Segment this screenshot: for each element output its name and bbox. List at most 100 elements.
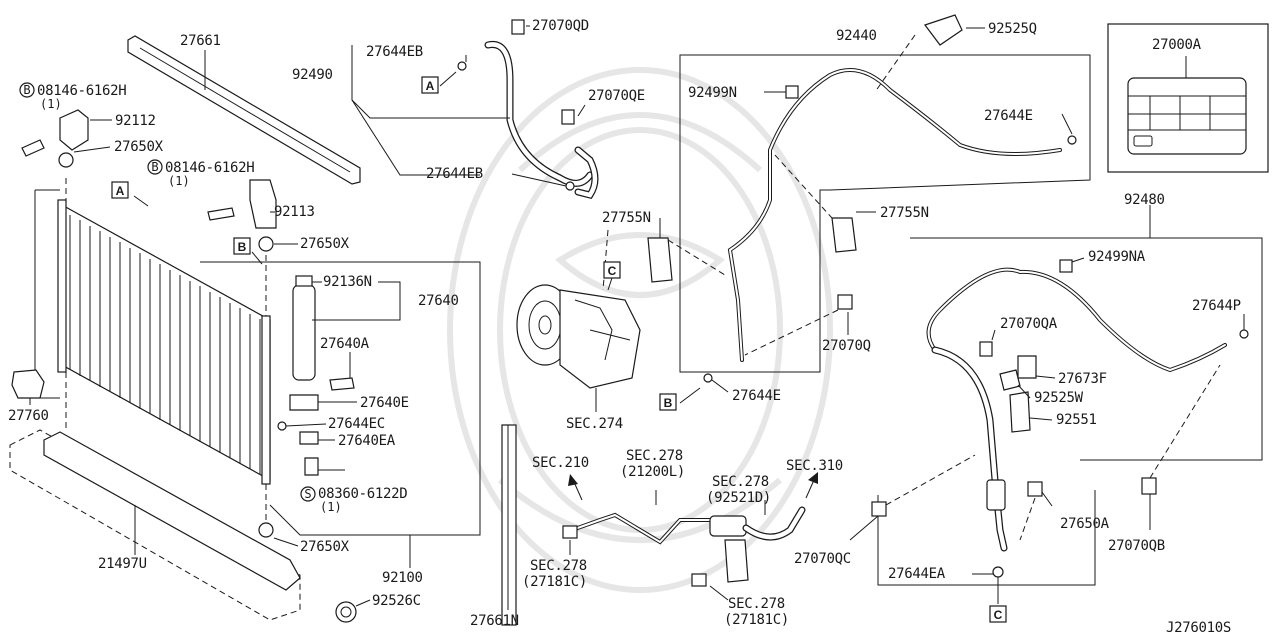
bracket-92113 xyxy=(249,179,277,229)
cap-92499na xyxy=(1059,259,1073,273)
pipe-92440-group xyxy=(679,14,1091,383)
clamp-27755n-b xyxy=(831,217,857,253)
label-27661: 27661 xyxy=(180,33,221,49)
muffler xyxy=(709,515,747,537)
condenser-fins xyxy=(69,215,261,475)
bushing-27673f xyxy=(1017,355,1037,379)
tag-a-top xyxy=(421,76,439,94)
ambient-sensor-27760 xyxy=(11,369,45,399)
tag-b-left-text: B xyxy=(238,240,247,254)
screw-08360 xyxy=(304,457,319,476)
bushing-27650x-bottom xyxy=(258,522,274,538)
screw-marker-s xyxy=(300,486,316,502)
label-27070qe: 27070QE xyxy=(588,88,645,104)
o-ring-27644e-a xyxy=(1067,135,1077,145)
bolt-marker-b-2 xyxy=(147,159,163,175)
label-sec278-d-sub: (27181C) xyxy=(724,612,789,628)
condenser-right-tank xyxy=(261,315,271,485)
compressor-group xyxy=(457,19,818,587)
tag-c-bottom xyxy=(989,605,1007,623)
receiver-drier xyxy=(292,284,316,381)
bolt-27070qe xyxy=(561,109,575,125)
label-08360: 08360-6122D xyxy=(318,486,407,502)
label-27000a-group xyxy=(1107,23,1269,173)
label-27644e-b: 27644E xyxy=(732,388,781,404)
label-sec278-d: SEC.278 xyxy=(728,596,785,612)
label-21497u: 21497U xyxy=(98,556,147,572)
leader-lines xyxy=(29,25,1245,610)
tag-c-center xyxy=(603,261,621,279)
bolt-27640a xyxy=(329,377,355,391)
label-27755n-b: 27755N xyxy=(880,205,929,221)
o-ring-27644ec xyxy=(277,421,287,431)
label-08360-qty: (1) xyxy=(320,500,342,514)
tag-a-top-text: A xyxy=(426,79,435,93)
label-sec278-b: SEC.278 xyxy=(712,474,769,490)
bolt-27070qd xyxy=(511,19,525,35)
label-sec278-c-sub: (27181C) xyxy=(522,574,587,590)
clip-92525w xyxy=(999,369,1021,391)
caution-label xyxy=(1127,77,1247,155)
o-ring-27644p xyxy=(1239,329,1249,339)
label-08146-a: 08146-6162H xyxy=(37,83,126,99)
o-ring-27644eb-b xyxy=(565,181,575,191)
label-27644ec: 27644EC xyxy=(328,416,385,432)
label-92136n: 92136N xyxy=(323,274,372,290)
bolt-27070q xyxy=(837,294,853,310)
label-sec210: SEC.210 xyxy=(532,455,589,471)
hose-92480-group xyxy=(871,237,1263,586)
label-27640ea: 27640EA xyxy=(338,433,396,449)
label-92551: 92551 xyxy=(1056,412,1097,428)
part-labels: 27661 08146-6162H (1) 92112 27650X 08146… xyxy=(8,18,1241,636)
upper-seal-strip xyxy=(127,35,361,185)
clamp-27755n-a xyxy=(647,237,673,283)
fitting-27640ea xyxy=(299,431,319,445)
label-27070qb: 27070QB xyxy=(1108,538,1165,554)
lower-air-guide xyxy=(43,431,301,591)
label-27640e: 27640E xyxy=(360,395,409,411)
tag-a-left-text: A xyxy=(116,184,125,198)
label-27070qd: 27070QD xyxy=(532,18,589,34)
label-92440: 92440 xyxy=(836,28,877,44)
bolt-27070qc xyxy=(871,501,887,517)
label-27673f: 27673F xyxy=(1058,371,1107,387)
cap-92499n xyxy=(785,85,799,99)
screw-marker-s-text: S xyxy=(304,487,311,501)
clip-92525q xyxy=(924,14,963,46)
bolt-27070qb xyxy=(1141,477,1157,495)
label-92113: 92113 xyxy=(274,204,315,220)
label-27640a: 27640A xyxy=(320,336,370,352)
bolt-27181c-a xyxy=(562,525,578,539)
bracket-92112 xyxy=(59,109,89,151)
label-27650x-c: 27650X xyxy=(300,539,350,555)
bolt-marker-b-1-text: B xyxy=(23,83,30,97)
side-seal-27661n xyxy=(501,424,517,626)
clip-92526c xyxy=(335,601,357,623)
label-27650x-b: 27650X xyxy=(300,236,350,252)
label-08146-b-qty: (1) xyxy=(168,174,190,188)
bushing-27650x-mid xyxy=(258,236,274,252)
tag-a-left xyxy=(111,181,129,199)
label-27760: 27760 xyxy=(8,408,49,424)
label-92525w: 92525W xyxy=(1034,390,1084,406)
bracket-92551 xyxy=(1009,391,1031,433)
label-27000a: 27000A xyxy=(1152,37,1202,53)
label-27070qc: 27070QC xyxy=(794,551,851,567)
tag-b-center xyxy=(659,393,677,411)
label-92490: 92490 xyxy=(292,67,333,83)
drier-bracket xyxy=(289,394,319,411)
label-92499n: 92499N xyxy=(688,85,737,101)
label-27650a: 27650A xyxy=(1060,516,1110,532)
bolt-27181c-b xyxy=(691,573,707,587)
label-27070q: 27070Q xyxy=(822,338,871,354)
condenser-left-tank xyxy=(57,199,67,373)
label-92526c: 92526C xyxy=(372,593,421,609)
label-sec278-a-sub: (21200L) xyxy=(620,464,685,480)
o-ring-27644eb-a xyxy=(457,61,467,71)
label-08146-a-qty: (1) xyxy=(40,97,62,111)
bolt-marker-b-2-text: B xyxy=(151,160,158,174)
label-sec274: SEC.274 xyxy=(566,416,623,432)
bolt-marker-b-1 xyxy=(19,82,35,98)
